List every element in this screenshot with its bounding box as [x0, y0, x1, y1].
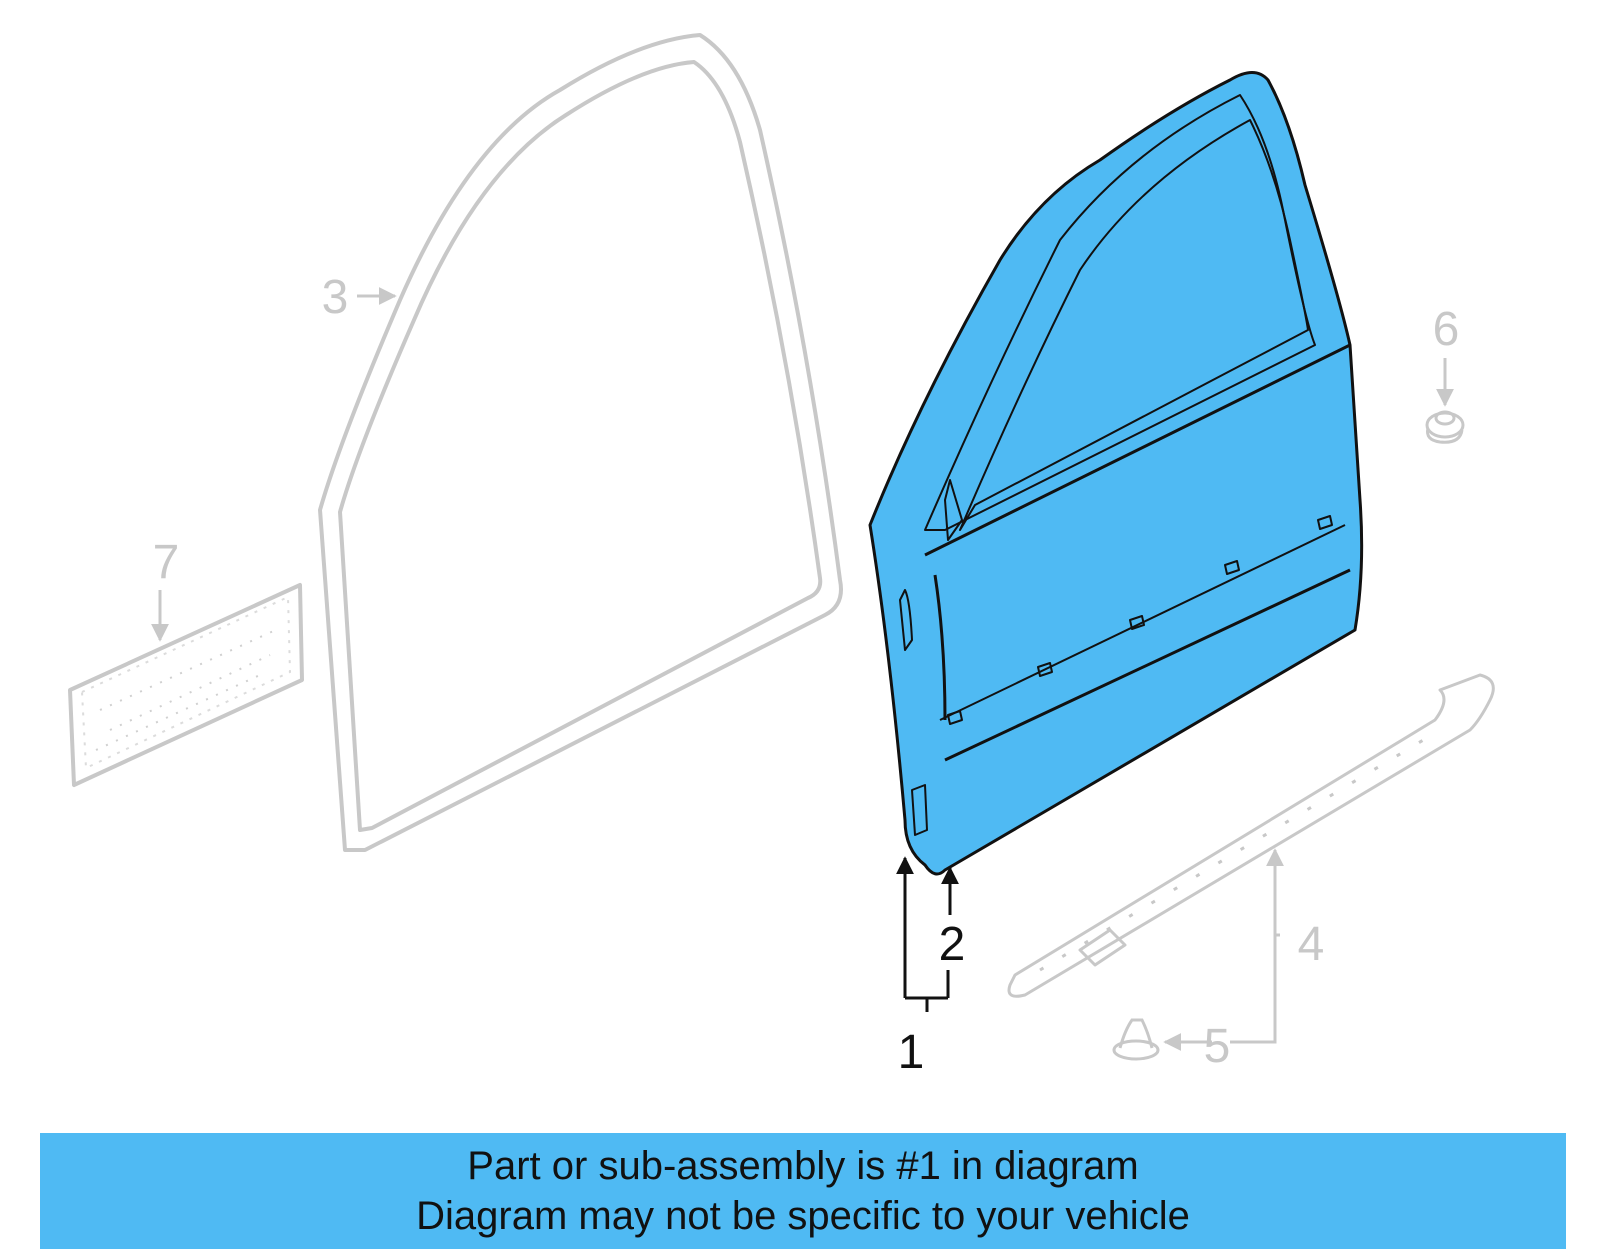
seal-strip-part-4	[1007, 673, 1495, 998]
callout-5: 5	[1204, 1020, 1231, 1073]
foam-pad-part-7	[68, 583, 304, 787]
caption-line-1: Part or sub-assembly is #1 in diagram	[467, 1144, 1139, 1188]
callout-6: 6	[1433, 303, 1460, 356]
callout-4: 4	[1298, 918, 1325, 971]
callout-2: 2	[939, 918, 966, 971]
grommet-part-5	[1112, 1018, 1160, 1061]
mounting-holes	[947, 515, 1333, 725]
clip-part-6	[1425, 410, 1465, 444]
caption-banner: Part or sub-assembly is #1 in diagram Di…	[40, 1133, 1566, 1249]
leader-lines	[151, 287, 1454, 1051]
callout-7: 7	[153, 536, 180, 589]
caption-line-2: Diagram may not be specific to your vehi…	[416, 1194, 1190, 1238]
door-shell-part-1	[868, 71, 1364, 876]
callout-3: 3	[322, 271, 349, 324]
weatherstrip-part-3	[318, 33, 843, 852]
callout-1: 1	[898, 1026, 925, 1079]
